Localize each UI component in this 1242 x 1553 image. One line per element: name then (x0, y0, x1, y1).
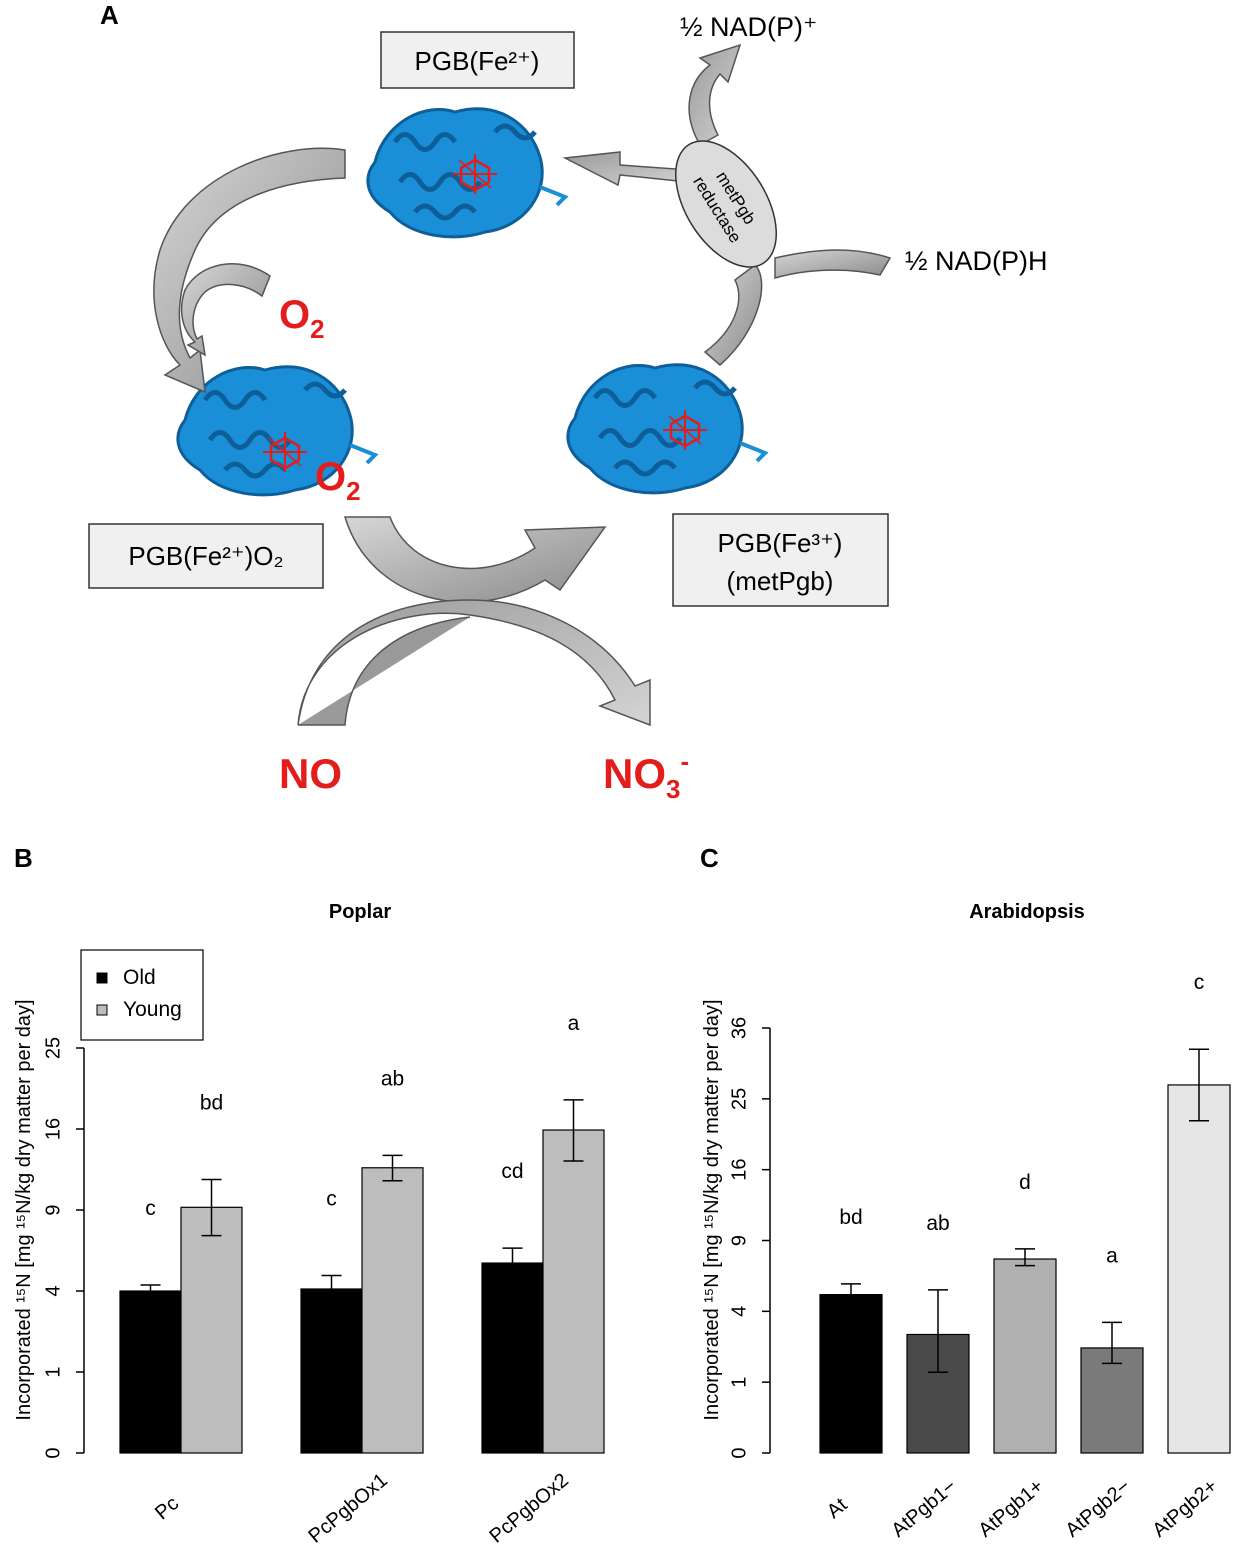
pgb-fe2-box: PGB(Fe²⁺) (380, 31, 575, 89)
poplar-legend-box (80, 949, 204, 1041)
poplar-y-tick-label: 1 (42, 1366, 64, 1377)
arabidopsis-category-label: At (823, 1494, 852, 1523)
panel-a-diagram: A PGB(Fe²⁺) O2 O2 (88, 0, 1048, 804)
metpgb-label: (metPgb) (727, 566, 834, 596)
arrow-dioxygenation-icon (343, 516, 607, 603)
arabidopsis-significance-label: c (1194, 971, 1205, 994)
arabidopsis-y-tick-label: 36 (728, 1017, 750, 1039)
arabidopsis-significance-label: ab (926, 1212, 949, 1235)
poplar-bar (119, 1290, 182, 1454)
arabidopsis-y-tick-label: 1 (728, 1377, 750, 1388)
poplar-significance-label: a (568, 1012, 580, 1035)
no-label: NO (279, 750, 342, 797)
arabidopsis-significance-label: a (1106, 1244, 1118, 1267)
protein-top-icon (368, 109, 565, 237)
arrow-no-input-icon (297, 599, 651, 727)
poplar-bar (300, 1288, 363, 1454)
poplar-y-tick-label: 0 (42, 1447, 64, 1458)
pgb-fe2-o2-label: PGB(Fe²⁺)O₂ (128, 541, 283, 571)
poplar-y-tick-label: 25 (42, 1037, 64, 1059)
arrow-binding-icon (153, 147, 346, 394)
protein-met-icon (568, 365, 765, 493)
poplar-legend-swatch (96, 972, 108, 984)
poplar-y-tick-label: 16 (42, 1118, 64, 1140)
poplar-legend-swatch (96, 1004, 108, 1016)
poplar-category-label: PcPgbOx2 (485, 1469, 572, 1547)
poplar-significance-label: c (145, 1197, 156, 1220)
arabidopsis-category-label: AtPgb1+ (974, 1475, 1047, 1542)
enzyme-ellipse: metPgb reductase (674, 140, 778, 268)
poplar-y-tick-label: 9 (42, 1204, 64, 1215)
poplar-y-tick-label: 4 (42, 1285, 64, 1296)
pgb-fe3-label: PGB(Fe³⁺) (718, 528, 843, 558)
panel-c-chart: C Arabidopsis Incorporated ¹⁵N [mg ¹⁵N/k… (700, 843, 1231, 1542)
nadp-plus-label: ½ NAD(P)⁺ (680, 12, 817, 42)
arabidopsis-category-label: AtPgb2− (1061, 1475, 1134, 1542)
nadph-label: ½ NAD(P)H (905, 246, 1048, 276)
arabidopsis-category-label: AtPgb1− (887, 1475, 960, 1542)
arabidopsis-y-tick-label: 4 (728, 1306, 750, 1317)
poplar-category-label: Pc (151, 1492, 183, 1524)
poplar-category-label: PcPgbOx1 (304, 1469, 391, 1547)
arabidopsis-y-tick-label: 0 (728, 1447, 750, 1458)
poplar-bar (481, 1262, 544, 1454)
arrow-nadp-out-icon (688, 43, 742, 147)
arrow-no-tail-icon (298, 616, 471, 726)
arabidopsis-category-label: AtPgb2+ (1148, 1475, 1221, 1542)
panel-b-chart: B Poplar Incorporated ¹⁵N [mg ¹⁵N/kg dry… (13, 843, 605, 1548)
o2-bound-label: O2 (315, 455, 361, 506)
poplar-significance-label: bd (200, 1092, 223, 1115)
arrow-o2-icon (180, 263, 271, 357)
poplar-significance-label: c (326, 1188, 337, 1211)
pgb-fe3-box: PGB(Fe³⁺) (metPgb) (672, 513, 889, 607)
o2-top-label: O2 (279, 293, 325, 344)
poplar-bar (180, 1206, 243, 1454)
poplar-significance-label: ab (381, 1067, 404, 1090)
arabidopsis-significance-label: bd (839, 1206, 862, 1229)
poplar-y-axis-title: Incorporated ¹⁵N [mg ¹⁵N/kg dry matter p… (13, 999, 35, 1420)
arabidopsis-y-tick-label: 25 (728, 1088, 750, 1110)
arrow-nadph-in-icon (774, 249, 892, 279)
arrow-reduction-icon (703, 264, 763, 366)
no3-label: NO3- (603, 746, 689, 804)
arrow-regenerate-icon (562, 151, 691, 187)
arabidopsis-bar (1167, 1084, 1231, 1454)
poplar-legend-label: Young (123, 998, 182, 1021)
arabidopsis-bar (1080, 1347, 1144, 1454)
arabidopsis-bar (819, 1294, 883, 1454)
arabidopsis-chart-title: Arabidopsis (969, 901, 1085, 923)
arabidopsis-significance-label: d (1019, 1171, 1031, 1194)
arabidopsis-bar (993, 1258, 1057, 1454)
arabidopsis-y-tick-label: 9 (728, 1235, 750, 1246)
poplar-bar (542, 1129, 605, 1454)
pgb-fe2-o2-box: PGB(Fe²⁺)O₂ (88, 523, 324, 589)
pgb-fe2-label: PGB(Fe²⁺) (415, 46, 540, 76)
panel-letter-c: C (700, 843, 719, 873)
panel-letter-a: A (100, 0, 119, 30)
poplar-significance-label: cd (501, 1160, 523, 1183)
poplar-bar (361, 1167, 424, 1454)
poplar-chart-title: Poplar (329, 901, 391, 923)
arabidopsis-y-tick-label: 16 (728, 1159, 750, 1181)
arabidopsis-y-axis-title: Incorporated ¹⁵N [mg ¹⁵N/kg dry matter p… (701, 999, 723, 1420)
panel-letter-b: B (14, 843, 33, 873)
poplar-legend-label: Old (123, 966, 156, 989)
